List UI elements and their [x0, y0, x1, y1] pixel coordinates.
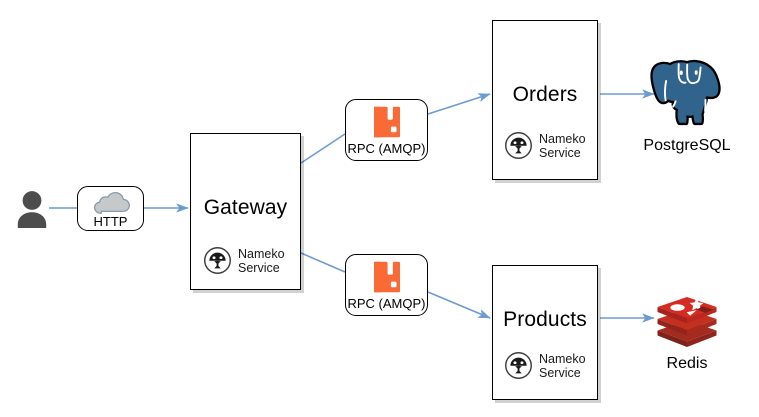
service-title-orders: Orders: [512, 83, 578, 106]
nameko-badge-line2: Service: [238, 260, 280, 275]
person-icon: [17, 191, 47, 228]
nameko-badge-line2: Service: [539, 365, 581, 380]
nameko-badge-line1: Nameko: [539, 131, 586, 146]
wire-gateway-to-rpc-products: [300, 252, 346, 273]
rabbitmq-icon: [373, 261, 400, 293]
user-actor: [14, 189, 50, 229]
postgresql-elephant-icon: [650, 59, 721, 126]
redis-stack-icon: [657, 297, 717, 347]
wire-rpc-products-to-products: [427, 291, 491, 319]
service-box-products[interactable]: Products Nameko Service: [492, 265, 598, 400]
nameko-badge-orders: Nameko Service: [504, 131, 586, 160]
nameko-icon: [204, 247, 231, 274]
datastore-label-postgresql: PostgreSQL: [643, 137, 731, 154]
nameko-badge-line2: Service: [539, 145, 581, 160]
nameko-badge-line1: Nameko: [539, 351, 586, 366]
service-box-gateway[interactable]: Gateway Nameko Service: [190, 133, 301, 290]
cloud-icon: [93, 191, 130, 215]
protocol-label-http: HTTP: [93, 214, 128, 229]
nameko-badge-products: Nameko Service: [504, 351, 586, 380]
rabbitmq-icon: [373, 106, 400, 138]
service-title-products: Products: [503, 308, 587, 331]
wire-rpc-orders-to-orders: [427, 93, 491, 115]
nameko-icon: [505, 352, 532, 379]
service-title-gateway: Gateway: [203, 196, 288, 219]
datastore-label-redis: Redis: [666, 355, 708, 372]
nameko-badge-line1: Nameko: [238, 246, 285, 261]
nameko-icon: [505, 132, 532, 159]
protocol-box-http[interactable]: HTTP: [77, 186, 144, 231]
protocol-box-rpc-products[interactable]: RPC (AMQP): [345, 254, 428, 316]
service-box-orders[interactable]: Orders Nameko Service: [492, 20, 598, 180]
protocol-label-rpc-products: RPC (AMQP): [347, 296, 426, 311]
nameko-badge-gateway: Nameko Service: [203, 246, 285, 275]
wire-gateway-to-rpc-orders: [300, 133, 346, 164]
datastore-postgresql[interactable]: [650, 55, 724, 126]
datastore-redis[interactable]: [656, 292, 718, 348]
protocol-box-rpc-orders[interactable]: RPC (AMQP): [345, 99, 428, 161]
protocol-label-rpc-orders: RPC (AMQP): [347, 141, 426, 156]
